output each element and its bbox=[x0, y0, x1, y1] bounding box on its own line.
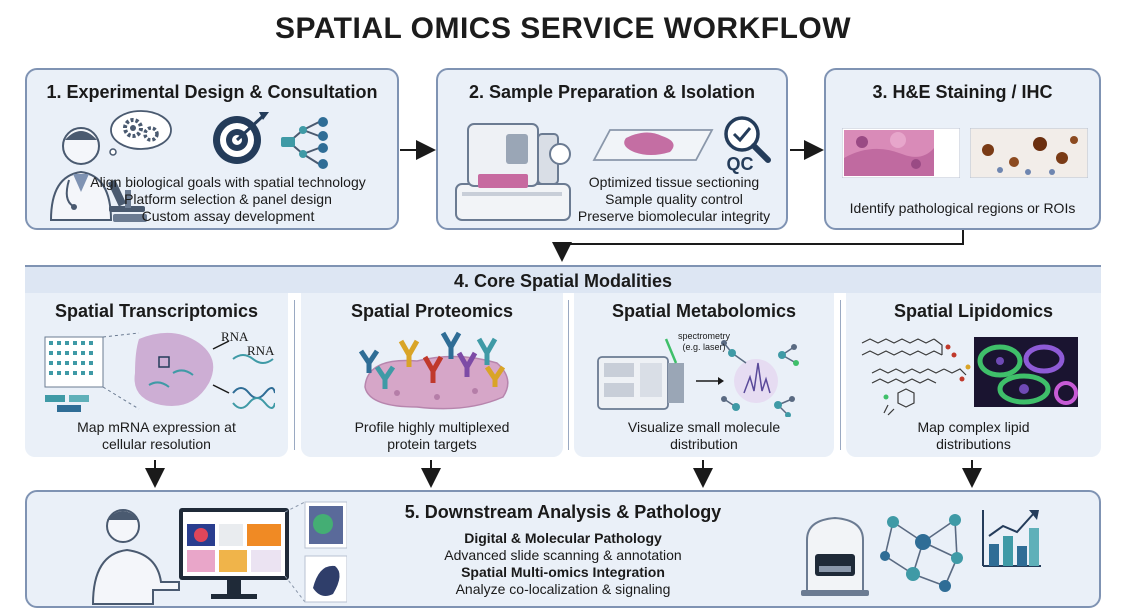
rna-label: RNA bbox=[221, 329, 249, 344]
he-stain-image bbox=[842, 128, 960, 178]
ihc-stain-image bbox=[970, 128, 1088, 178]
workflow-tree-icon bbox=[281, 117, 328, 169]
step1-box: 1. Experimental Design & Consultation bbox=[25, 68, 399, 230]
modality-description: Visualize small molecule distribution bbox=[574, 419, 834, 453]
modality-lipidomics: Spatial Lipidomics Map complex lipid dis… bbox=[846, 293, 1101, 457]
step4-band: 4. Core Spatial Modalities bbox=[25, 265, 1101, 293]
metabolomics-illustration bbox=[597, 338, 799, 417]
spectrometry-line: spectrometry bbox=[678, 331, 731, 341]
step5-line: Digital & Molecular Pathology bbox=[464, 530, 662, 546]
step3-title: 3. H&E Staining / IHC bbox=[872, 82, 1053, 102]
step1-lines: Align biological goals with spatial tech… bbox=[55, 174, 401, 225]
modality-line: Profile highly multiplexed bbox=[354, 419, 510, 435]
modality-title: Spatial Metabolomics bbox=[611, 301, 797, 321]
step5-line: Spatial Multi-omics Integration bbox=[461, 564, 665, 580]
modality-line: cellular resolution bbox=[102, 436, 211, 452]
modality-metabolomics: Spatial Metabolomics spectrometry (e.g. … bbox=[574, 293, 834, 457]
modality-description: Map complex lipid distributions bbox=[846, 419, 1101, 453]
step3-box: 3. H&E Staining / IHC Identify pathologi… bbox=[824, 68, 1101, 230]
modality-proteomics: Spatial Proteomics Profile highly multip… bbox=[301, 293, 563, 457]
modality-line: Map complex lipid bbox=[917, 419, 1030, 435]
modality-title: Spatial Proteomics bbox=[350, 301, 514, 321]
step1-line: Platform selection & panel design bbox=[124, 191, 332, 207]
step5-line: Analyze co-localization & signaling bbox=[455, 581, 671, 597]
step3-line: Identify pathological regions or ROIs bbox=[849, 200, 1076, 216]
transcriptomics-illustration bbox=[44, 332, 275, 412]
step5-line: Advanced slide scanning & annotation bbox=[444, 547, 682, 563]
modality-line: distributions bbox=[936, 436, 1011, 452]
modality-line: distribution bbox=[670, 436, 738, 452]
modality-line: Visualize small molecule bbox=[627, 419, 781, 435]
scientist-icon bbox=[49, 127, 147, 222]
modality-title: Spatial Lipidomics bbox=[893, 301, 1054, 321]
step2-box: 2. Sample Preparation & Isolation QC Opt… bbox=[436, 68, 788, 230]
modality-divider bbox=[840, 300, 841, 450]
step2-lines: Optimized tissue sectioning Sample quali… bbox=[558, 174, 790, 225]
modality-description: Map mRNA expression at cellular resoluti… bbox=[25, 419, 288, 453]
modality-line: protein targets bbox=[387, 436, 477, 452]
thought-gears-icon bbox=[109, 110, 172, 156]
step1-title: 1. Experimental Design & Consultation bbox=[46, 82, 378, 102]
modality-title: Spatial Transcriptomics bbox=[54, 301, 259, 321]
modality-divider bbox=[294, 300, 295, 450]
step1-line: Custom assay development bbox=[141, 208, 315, 224]
page-title: SPATIAL OMICS SERVICE WORKFLOW bbox=[274, 12, 852, 45]
spectrometry-label: spectrometry (e.g. laser) bbox=[678, 331, 730, 353]
step2-line: Sample quality control bbox=[605, 191, 743, 207]
arrow-step3-to-step4 bbox=[552, 230, 964, 262]
target-icon bbox=[213, 112, 269, 164]
step5-box: 5. Downstream Analysis & Pathology Digit… bbox=[25, 490, 1101, 608]
step3-lines: Identify pathological regions or ROIs bbox=[826, 200, 1099, 217]
lipid-fluorescence-image bbox=[974, 337, 1078, 407]
spectrometry-line: (e.g. laser) bbox=[682, 342, 726, 352]
modality-line: Map mRNA expression at bbox=[77, 419, 236, 435]
bar-trend-chart-icon bbox=[982, 510, 1041, 567]
modality-transcriptomics: Spatial Transcriptomics RNA RNA Map mRNA… bbox=[25, 293, 288, 457]
modality-description: Profile highly multiplexed protein targe… bbox=[301, 419, 563, 453]
step2-title: 2. Sample Preparation & Isolation bbox=[468, 82, 756, 102]
step2-line: Preserve biomolecular integrity bbox=[577, 208, 771, 224]
qc-label: QC bbox=[726, 154, 754, 174]
modality-divider bbox=[568, 300, 569, 450]
qc-magnifier-icon bbox=[724, 116, 771, 163]
tissue-slide-icon bbox=[592, 129, 714, 161]
step4-title: 4. Core Spatial Modalities bbox=[453, 271, 673, 291]
microtome-icon bbox=[455, 123, 571, 221]
step5-title: 5. Downstream Analysis & Pathology bbox=[404, 502, 722, 522]
proteomics-illustration bbox=[358, 331, 509, 410]
step1-line: Align biological goals with spatial tech… bbox=[90, 174, 366, 190]
step5-lines: Digital & Molecular Pathology Advanced s… bbox=[27, 530, 1099, 598]
analyst-workstation-icon bbox=[91, 501, 347, 605]
rna-label: RNA bbox=[247, 343, 275, 358]
slide-scanner-icon bbox=[801, 516, 869, 596]
network-graph-icon bbox=[880, 514, 963, 592]
lipid-structure-icon bbox=[861, 338, 971, 416]
step2-line: Optimized tissue sectioning bbox=[588, 174, 760, 190]
